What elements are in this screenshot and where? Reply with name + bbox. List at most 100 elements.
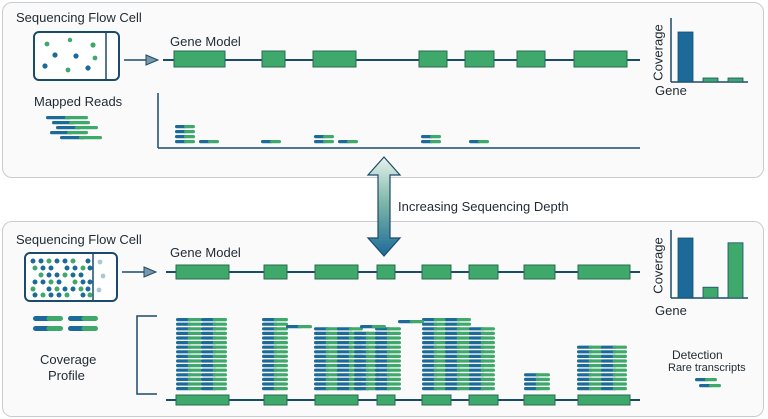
read <box>469 373 495 377</box>
cluster-dot <box>87 279 93 285</box>
read <box>601 368 627 372</box>
read <box>422 359 448 363</box>
read <box>314 368 340 372</box>
read <box>601 377 627 381</box>
read <box>524 373 550 377</box>
read <box>601 354 627 358</box>
read <box>314 350 340 354</box>
read <box>262 327 288 331</box>
read <box>286 325 312 329</box>
read <box>422 368 448 372</box>
read <box>201 377 227 381</box>
read <box>68 326 98 331</box>
read <box>262 359 288 363</box>
read <box>176 377 202 381</box>
read <box>314 373 340 377</box>
read <box>422 331 448 335</box>
coverage-profile-label-2: Profile <box>48 368 85 383</box>
read <box>201 331 227 335</box>
read <box>201 341 227 345</box>
read <box>469 341 495 345</box>
read <box>577 377 603 381</box>
cluster-dot <box>62 286 68 292</box>
read <box>375 387 401 391</box>
read <box>175 125 195 129</box>
read <box>445 327 471 331</box>
read <box>314 140 334 144</box>
cluster-dot <box>62 258 68 264</box>
read <box>445 350 471 354</box>
coverage-bar <box>677 237 694 299</box>
read <box>445 364 471 368</box>
read <box>469 354 495 358</box>
top-mapped-reads-icon <box>46 116 102 140</box>
read <box>201 364 227 368</box>
read <box>175 135 195 139</box>
top-mapped-reads-label: Mapped Reads <box>34 94 123 109</box>
read <box>469 382 495 386</box>
read <box>469 368 495 372</box>
cluster-dot <box>85 258 91 264</box>
read <box>524 387 550 391</box>
read <box>201 336 227 340</box>
read <box>175 130 195 134</box>
bottom-reads-icon <box>33 316 98 331</box>
read <box>577 350 603 354</box>
coverage-bar <box>677 31 694 83</box>
read <box>601 373 627 377</box>
cluster-dot <box>46 258 52 264</box>
read <box>314 382 340 386</box>
read <box>699 384 721 388</box>
read <box>469 350 495 354</box>
read <box>262 373 288 377</box>
depth-label: Increasing Sequencing Depth <box>398 199 569 214</box>
coverage-bar <box>727 77 744 83</box>
cluster-dot <box>30 286 36 292</box>
read <box>469 345 495 349</box>
read <box>398 320 424 324</box>
read <box>201 373 227 377</box>
bottom-gene-model <box>166 264 640 280</box>
cluster-dot <box>85 286 91 292</box>
read <box>176 364 202 368</box>
read <box>201 382 227 386</box>
read <box>314 135 334 139</box>
bottom-flow-cell <box>24 252 118 302</box>
coverage-bar <box>727 242 744 299</box>
cluster-dot <box>46 272 52 278</box>
read <box>601 359 627 363</box>
cluster-dot <box>56 292 62 298</box>
cluster-dot <box>32 292 38 298</box>
rare-transcripts-label: Rare transcripts <box>668 362 746 374</box>
read <box>262 377 288 381</box>
read <box>422 382 448 386</box>
read <box>445 331 471 335</box>
read <box>422 345 448 349</box>
cluster-dot <box>70 286 76 292</box>
cluster-dot <box>97 259 103 265</box>
read <box>422 336 448 340</box>
coverage-profile-label-1: Coverage <box>40 352 97 367</box>
read <box>375 364 401 368</box>
read <box>422 341 448 345</box>
read <box>176 350 202 354</box>
coverage-bar <box>702 77 719 83</box>
read <box>176 359 202 363</box>
read <box>375 368 401 372</box>
read <box>314 387 340 391</box>
bottom-chart-xlabel: Gene <box>655 303 687 318</box>
read <box>375 350 401 354</box>
read <box>469 359 495 363</box>
cluster-dot <box>30 258 36 264</box>
cluster-dot <box>78 286 84 292</box>
read <box>262 318 288 322</box>
read <box>176 341 202 345</box>
read <box>33 326 63 331</box>
read <box>201 359 227 363</box>
read <box>577 368 603 372</box>
coverage-bracket <box>136 315 157 395</box>
read <box>314 341 340 345</box>
read <box>314 336 340 340</box>
cluster-dot <box>72 279 78 285</box>
cluster-dot <box>80 292 86 298</box>
